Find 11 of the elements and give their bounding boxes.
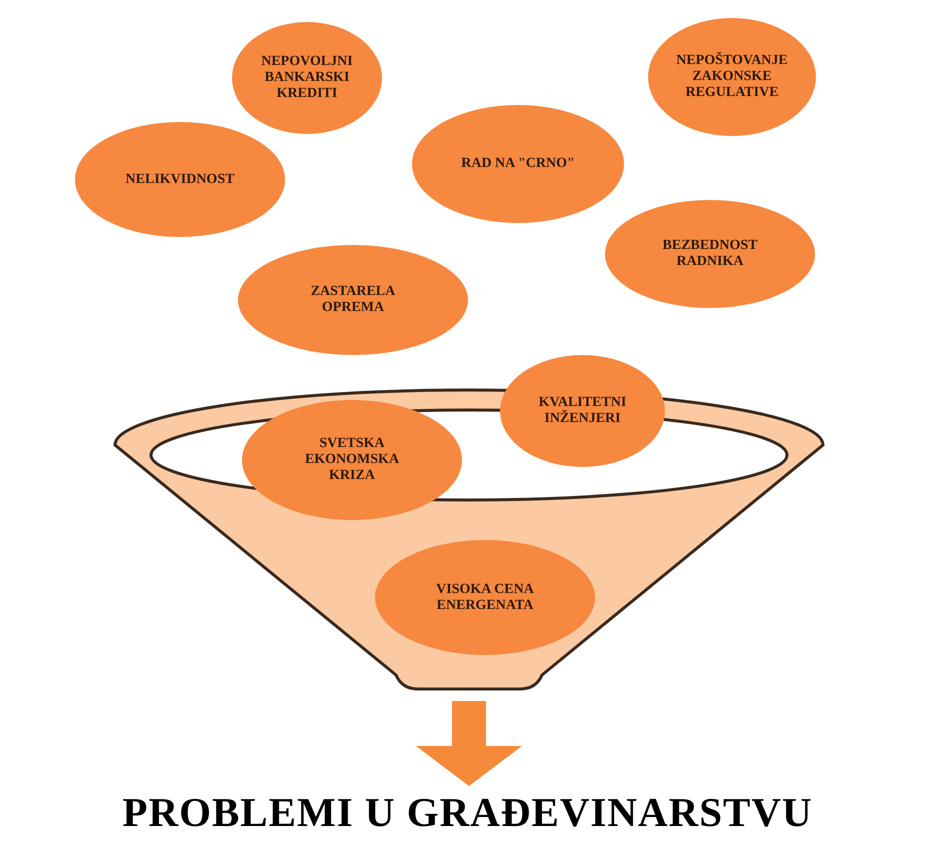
node-text: NEPOŠTOVANJE ZAKONSKE REGULATIVE (675, 53, 789, 101)
node-text: NEPOVOLJNI BANKARSKI KREDITI (260, 54, 354, 102)
node-text: KVALITETNI INŽENJERI (538, 395, 628, 427)
node-text: BEZBEDNOST RADNIKA (662, 238, 758, 270)
node-text: NELIKVIDNOST (126, 172, 234, 188)
node-text: SVETSKA EKONOMSKA KRIZA (304, 436, 400, 484)
node-text: VISOKA CENA ENERGENATA (435, 582, 535, 614)
node-text: ZASTARELA OPREMA (310, 284, 396, 316)
down-arrow (416, 701, 522, 786)
node-text: RAD NA "CRNO" (461, 156, 575, 172)
result-text: PROBLEMI U GRAĐEVINARSTVU (122, 788, 813, 836)
